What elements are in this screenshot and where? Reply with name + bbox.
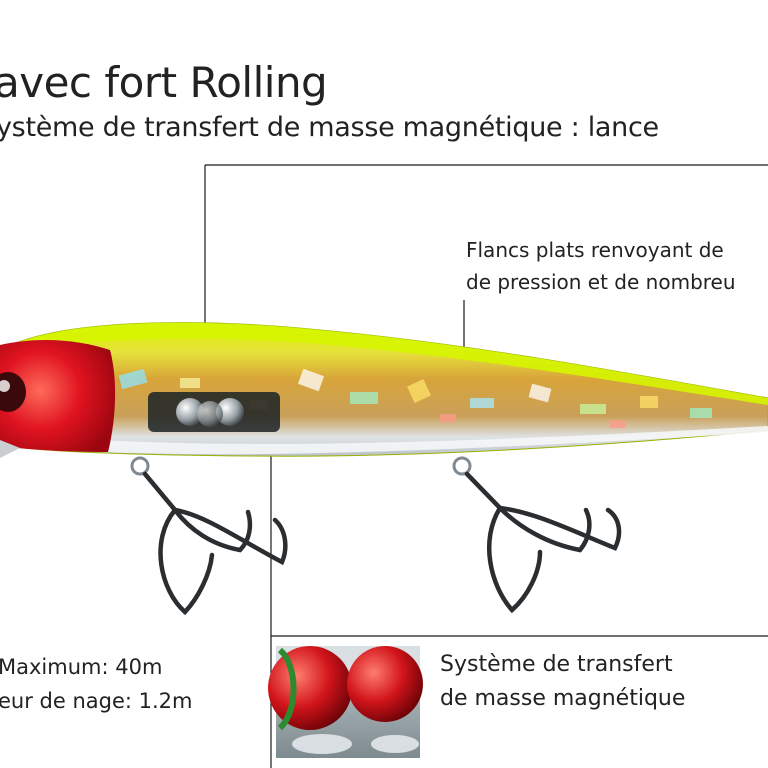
callout-magnet-line-1: Système de transfert xyxy=(440,652,673,677)
callout-flancs-line-1: Flancs plats renvoyant de xyxy=(466,238,724,262)
specs: Maximum: 40m eur de nage: 1.2m xyxy=(0,650,193,718)
magnetic-ball-icon xyxy=(268,646,423,758)
treble-hook xyxy=(452,456,622,614)
page-title: avec fort Rolling xyxy=(0,58,328,107)
spec-swim-depth: eur de nage: 1.2m xyxy=(0,689,193,713)
treble-hook xyxy=(130,456,288,616)
page-subtitle: ystème de transfert de masse magnétique … xyxy=(0,112,659,143)
callout-flancs: Flancs plats renvoyant de de pression et… xyxy=(466,234,736,298)
chamber-ball-1 xyxy=(176,398,204,426)
fishing-lure xyxy=(0,322,768,458)
chamber-ball-2 xyxy=(216,398,244,426)
callout-magnet-line-2: de masse magnétique xyxy=(440,686,686,711)
callout-flancs-line-2: de pression et de nombreu xyxy=(466,270,736,294)
callout-magnet: Système de transfert de masse magnétique xyxy=(440,648,685,716)
spec-casting-distance: Maximum: 40m xyxy=(0,655,163,679)
